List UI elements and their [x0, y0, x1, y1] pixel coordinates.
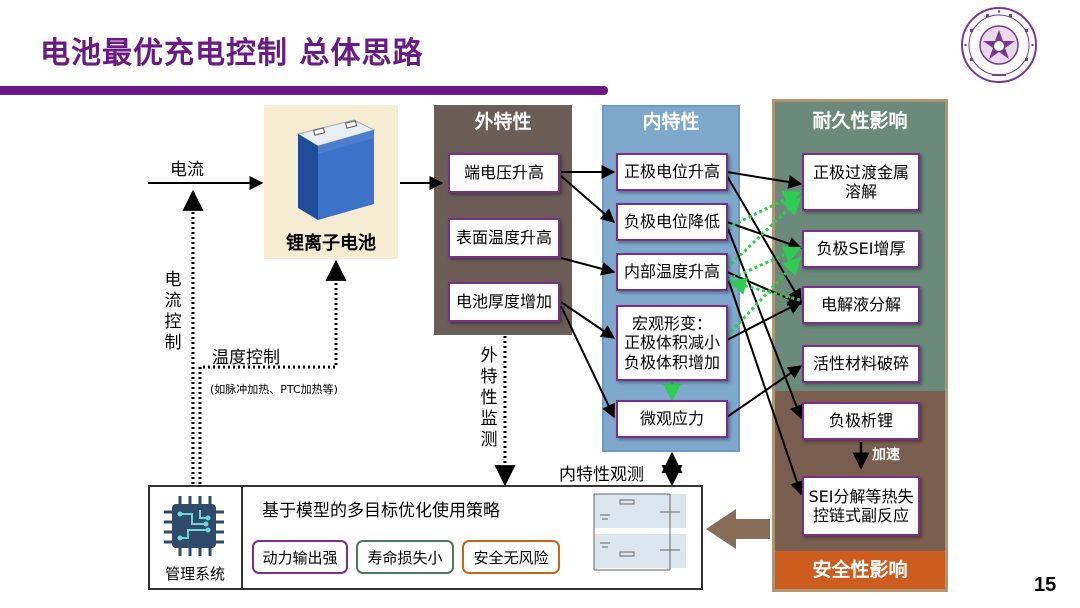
internal-observe-label: 内特性观测	[559, 465, 644, 485]
node-macro-deformation: 宏观形变： 正极体积减小 负极体积增加	[616, 305, 728, 381]
node-micro-stress: 微观应力	[616, 400, 728, 438]
node-sei-thermal-runaway: SEI分解等热失 控链式副反应	[802, 476, 920, 536]
external-header: 外特性	[474, 111, 532, 133]
node-cathode-metal-dissolution: 正极过渡金属 溶解	[802, 153, 920, 211]
temperature-control-note: (如脉冲加热、PTC加热等)	[210, 383, 338, 396]
node-surface-temp-rise: 表面温度升高	[448, 218, 560, 258]
node-thickness-increase: 电池厚度增加	[448, 282, 560, 322]
chip-icon	[164, 496, 224, 556]
page-number: 15	[1034, 574, 1057, 596]
safety-header: 安全性影响	[775, 551, 945, 589]
management-system-label: 管理系统	[164, 565, 225, 583]
battery-cell-icon	[296, 119, 376, 220]
accelerate-label: 加速	[872, 447, 900, 463]
page-title: 电池最优充电控制 总体思路	[40, 36, 424, 71]
node-anode-sei-growth: 负极SEI增厚	[802, 230, 920, 268]
node-active-material-cracking: 活性材料破碎	[802, 345, 920, 383]
title-underline	[0, 86, 608, 95]
node-cathode-potential-rise: 正极电位升高	[616, 153, 728, 191]
strategy-title: 基于模型的多目标优化使用策略	[262, 501, 500, 521]
durability-header: 耐久性影响	[812, 110, 908, 132]
university-seal-icon	[961, 7, 1037, 83]
current-label: 电流	[170, 160, 204, 180]
internal-header: 内特性	[642, 111, 700, 133]
temperature-control-label: 温度控制	[212, 348, 280, 368]
current-control-label: 电 流 控 制	[164, 270, 182, 353]
node-electrolyte-decomposition: 电解液分解	[802, 286, 920, 324]
node-lithium-plating: 负极析锂	[802, 402, 920, 440]
goal-power-output: 动力输出强	[252, 540, 348, 574]
external-monitor-label: 外 特 性 监 测	[480, 346, 498, 450]
node-terminal-voltage-rise: 端电压升高	[448, 153, 560, 193]
node-anode-potential-drop: 负极电位降低	[616, 203, 728, 241]
node-internal-temp-rise: 内部温度升高	[616, 253, 728, 291]
goal-no-safety-risk: 安全无风险	[462, 540, 560, 574]
management-divider	[241, 487, 243, 588]
goal-low-life-loss: 寿命损失小	[356, 540, 454, 574]
battery-label: 锂离子电池	[286, 233, 376, 254]
